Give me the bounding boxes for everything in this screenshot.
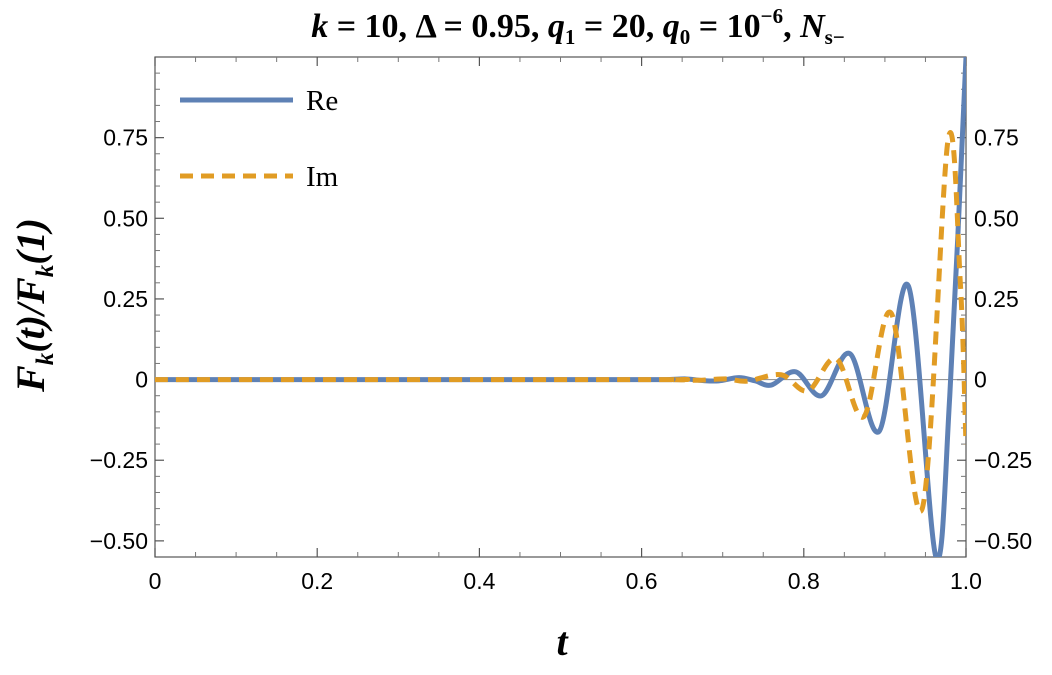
rich-text-part: (1) — [8, 218, 53, 265]
x-tick-label: 0.2 — [301, 568, 333, 594]
x-tick-label: 0 — [149, 568, 162, 594]
y-tick-label-left: 0.75 — [103, 125, 148, 151]
x-axis-ticks: 0 0.2 0.4 0.6 0.8 1.0 — [149, 57, 982, 594]
rich-text-part: k — [311, 8, 328, 45]
rich-text-part: (t)/F — [8, 277, 53, 353]
rich-text-part: = 10, Δ = 0.95, — [328, 8, 548, 45]
x-axis-label: t — [556, 619, 569, 664]
x-tick-label: 0.8 — [788, 568, 820, 594]
y-tick-label-right: 0.25 — [974, 286, 1019, 312]
series-line-im — [155, 130, 966, 514]
rich-text-part: s− — [825, 25, 845, 49]
rich-text-part: q — [663, 8, 680, 45]
y-axis-label: Fk​(t)/Fk​(1) — [8, 218, 59, 393]
rich-text-part: N — [799, 8, 826, 45]
rich-text-part: , — [783, 8, 800, 45]
y-tick-label-left: 0.25 — [103, 286, 148, 312]
rich-text-part: = 20, — [575, 8, 662, 45]
x-tick-label: 0.6 — [626, 568, 658, 594]
rich-text-part: = 10 — [690, 8, 760, 45]
rich-text-part: 0 — [680, 25, 691, 49]
y-tick-label-left: 0.50 — [103, 205, 148, 231]
y-tick-label-right: −0.50 — [974, 528, 1032, 554]
series-line-re — [155, 57, 966, 557]
rich-text-part: −6 — [761, 4, 783, 28]
y-axis-ticks: 0.75 0.75 0.50 0.50 0.25 0.25 0 0 −0.25 −0.25 −0.5… — [90, 72, 1032, 554]
legend-label-re: Re — [306, 85, 338, 117]
y-tick-label-right: −0.25 — [974, 447, 1032, 473]
x-tick-label: 0.4 — [463, 568, 495, 594]
plot-frame — [154, 56, 967, 558]
rich-text-part: k — [32, 264, 59, 277]
series-lines — [155, 57, 966, 557]
rich-text-part: q — [548, 8, 565, 45]
rich-text-part: 1 — [565, 25, 576, 49]
rich-text-part: F — [8, 365, 53, 393]
y-tick-label-right: 0.75 — [974, 125, 1019, 151]
y-tick-label-left: 0 — [135, 367, 148, 393]
legend-label-im: Im — [306, 161, 339, 193]
y-tick-label-right: 0 — [974, 367, 987, 393]
y-tick-label-left: −0.25 — [90, 447, 148, 473]
rich-text-part: k — [32, 352, 59, 365]
y-tick-label-left: −0.50 — [90, 528, 148, 554]
x-tick-label: 1.0 — [950, 568, 982, 594]
y-tick-label-right: 0.50 — [974, 205, 1019, 231]
chart-title: k = 10, Δ = 0.95, q1​ = 20, q0​ = 10−6​,… — [311, 4, 845, 49]
